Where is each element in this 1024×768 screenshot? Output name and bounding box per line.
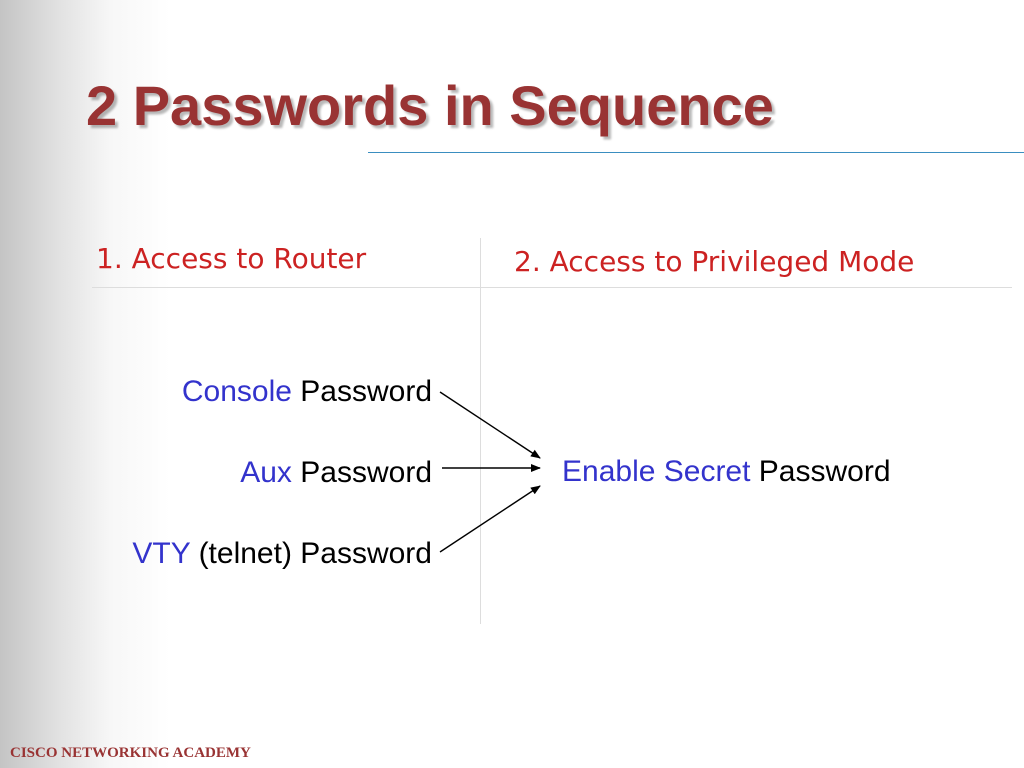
enable-secret-password-suffix: Password [758,455,891,488]
console-password-type: Console [181,375,292,408]
console-arrow [439,391,541,459]
vty-password-suffix: (telnet) Password [198,537,432,570]
enable-secret-password-type: Enable Secret [562,455,751,488]
horizontal-divider [92,287,1012,288]
vertical-divider [480,238,481,624]
slide-title: 2 Passwords in Sequence [86,74,774,137]
footer-cisco-networking-academy: CISCO NETWORKING ACADEMY [10,745,251,761]
heading-access-to-privileged-mode: 2. Access to Privileged Mode [514,245,915,278]
console-password-suffix: Password [300,375,432,408]
enable-secret-password-label: Enable Secret Password [562,453,891,491]
vty-password-type: VTY [132,537,191,570]
aux-password-type: Aux [240,456,292,489]
vty-arrow [439,485,541,553]
vty-password-label: VTY (telnet) Password [132,535,432,573]
aux-password-suffix: Password [300,456,432,489]
title-underline [368,152,1024,153]
aux-password-label: Aux Password [240,454,432,492]
console-password-label: Console Password [182,373,432,411]
heading-access-to-router: 1. Access to Router [96,242,367,275]
